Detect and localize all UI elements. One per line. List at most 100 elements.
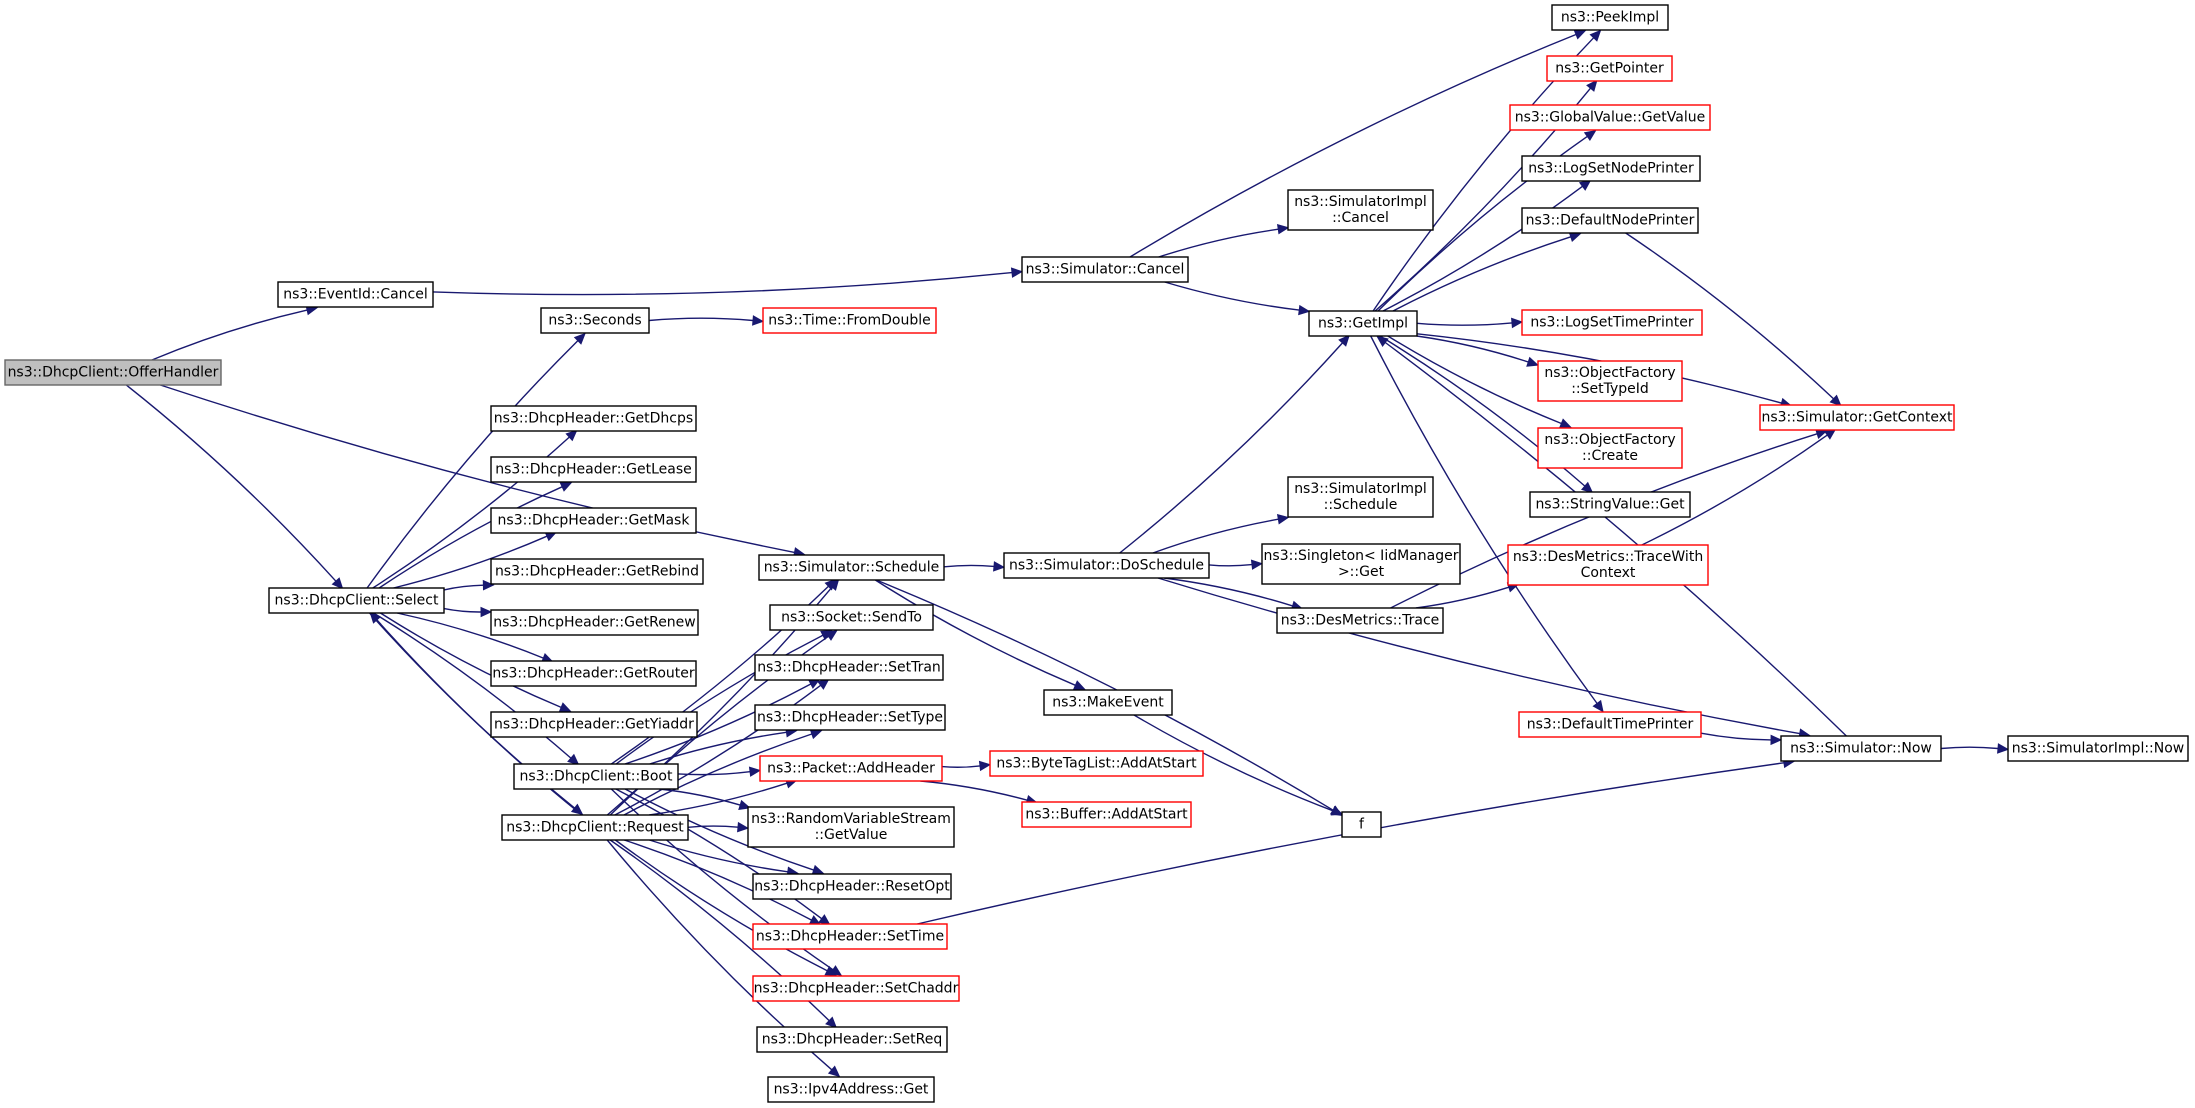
node-box[interactable] (747, 806, 955, 848)
node-gvgetvalue[interactable]: ns3::GlobalValue::GetValue (1509, 104, 1711, 131)
node-box[interactable] (1518, 711, 1702, 738)
node-box[interactable] (490, 507, 697, 534)
node-box[interactable] (490, 609, 699, 636)
node-implnow[interactable]: ns3::SimulatorImpl::Now (2007, 735, 2189, 762)
node-ipv4get[interactable]: ns3::Ipv4Address::Get (767, 1076, 935, 1103)
node-deftimeprinter[interactable]: ns3::DefaultTimePrinter (1518, 711, 1702, 738)
node-getrebind[interactable]: ns3::DhcpHeader::GetRebind (490, 558, 704, 585)
node-box[interactable] (1529, 491, 1691, 518)
node-getdhcps[interactable]: ns3::DhcpHeader::GetDhcps (490, 405, 697, 432)
node-seconds[interactable]: ns3::Seconds (540, 307, 650, 334)
node-box[interactable] (540, 307, 650, 334)
node-rvsget[interactable]: ns3::RandomVariableStream::GetValue (747, 806, 955, 848)
node-doschedule[interactable]: ns3::Simulator::DoSchedule (1003, 552, 1210, 579)
node-defnodeprinter[interactable]: ns3::DefaultNodePrinter (1521, 207, 1699, 234)
node-box[interactable] (1759, 404, 1955, 431)
node-box[interactable] (1021, 801, 1192, 828)
node-settype[interactable]: ns3::DhcpHeader::SetType (754, 704, 946, 731)
node-box[interactable] (1287, 189, 1434, 231)
node-box[interactable] (758, 554, 945, 581)
node-bytetag[interactable]: ns3::ByteTagList::AddAtStart (989, 750, 1204, 777)
node-box[interactable] (767, 1076, 935, 1103)
node-addheader[interactable]: ns3::Packet::AddHeader (759, 755, 943, 782)
node-simnow[interactable]: ns3::Simulator::Now (1780, 735, 1942, 762)
node-box[interactable] (1308, 310, 1418, 337)
node-getrouter[interactable]: ns3::DhcpHeader::GetRouter (490, 660, 697, 687)
node-box[interactable] (1521, 155, 1701, 182)
node-box[interactable] (756, 1026, 948, 1053)
node-setreq[interactable]: ns3::DhcpHeader::SetReq (756, 1026, 948, 1053)
node-box[interactable] (1287, 476, 1434, 518)
node-box[interactable] (490, 711, 698, 738)
node-getrenew[interactable]: ns3::DhcpHeader::GetRenew (490, 609, 699, 636)
node-box[interactable] (277, 281, 434, 308)
node-box[interactable] (490, 456, 697, 483)
node-box[interactable] (1003, 552, 1210, 579)
node-simcancel[interactable]: ns3::Simulator::Cancel (1021, 256, 1189, 283)
node-svget[interactable]: ns3::StringValue::Get (1529, 491, 1691, 518)
node-box[interactable] (752, 873, 952, 900)
node-f[interactable]: f (1341, 811, 1382, 838)
node-box[interactable] (1521, 207, 1699, 234)
node-box[interactable] (989, 750, 1204, 777)
node-box[interactable] (1521, 309, 1703, 336)
node-getlease[interactable]: ns3::DhcpHeader::GetLease (490, 456, 697, 483)
node-box[interactable] (490, 660, 697, 687)
node-box[interactable] (1546, 55, 1673, 82)
node-box[interactable] (1551, 4, 1669, 31)
node-ofcreate[interactable]: ns3::ObjectFactory::Create (1537, 427, 1683, 469)
node-settime[interactable]: ns3::DhcpHeader::SetTime (752, 923, 948, 950)
node-implcancel[interactable]: ns3::SimulatorImpl::Cancel (1287, 189, 1434, 231)
node-box[interactable] (1341, 811, 1382, 838)
node-setypeid[interactable]: ns3::ObjectFactory::SetTypeId (1537, 360, 1683, 402)
node-sendto[interactable]: ns3::Socket::SendTo (769, 604, 934, 631)
node-setchaddr[interactable]: ns3::DhcpHeader::SetChaddr (752, 975, 960, 1002)
node-bufadd[interactable]: ns3::Buffer::AddAtStart (1021, 801, 1192, 828)
node-box[interactable] (268, 587, 445, 614)
node-box[interactable] (1043, 689, 1173, 716)
node-evcancel[interactable]: ns3::EventId::Cancel (277, 281, 434, 308)
node-box[interactable] (1021, 256, 1189, 283)
node-getmask[interactable]: ns3::DhcpHeader::GetMask (490, 507, 697, 534)
node-box[interactable] (769, 604, 934, 631)
node-offer[interactable]: ns3::DhcpClient::OfferHandler (4, 359, 222, 386)
node-box[interactable] (490, 405, 697, 432)
node-box[interactable] (1507, 544, 1709, 586)
node-box[interactable] (1261, 543, 1461, 585)
node-box[interactable] (490, 558, 704, 585)
node-box[interactable] (2007, 735, 2189, 762)
node-peekimpl[interactable]: ns3::PeekImpl (1551, 4, 1669, 31)
node-box[interactable] (762, 307, 937, 334)
node-trace[interactable]: ns3::DesMetrics::Trace (1276, 607, 1444, 634)
node-box[interactable] (501, 814, 689, 841)
node-fromdouble[interactable]: ns3::Time::FromDouble (762, 307, 937, 334)
node-request[interactable]: ns3::DhcpClient::Request (501, 814, 689, 841)
node-box[interactable] (754, 704, 946, 731)
node-singleton[interactable]: ns3::Singleton< IidManager >::Get (1261, 543, 1461, 585)
node-resetopt[interactable]: ns3::DhcpHeader::ResetOpt (752, 873, 952, 900)
node-getcontext[interactable]: ns3::Simulator::GetContext (1759, 404, 1955, 431)
node-getimpl[interactable]: ns3::GetImpl (1308, 310, 1418, 337)
node-getpointer[interactable]: ns3::GetPointer (1546, 55, 1673, 82)
node-box[interactable] (1276, 607, 1444, 634)
node-makeevent[interactable]: ns3::MakeEvent (1043, 689, 1173, 716)
node-box[interactable] (759, 755, 943, 782)
node-lognodeprinter[interactable]: ns3::LogSetNodePrinter (1521, 155, 1701, 182)
node-box[interactable] (1509, 104, 1711, 131)
node-box[interactable] (1537, 427, 1683, 469)
node-box[interactable] (513, 763, 679, 790)
node-logtimeprinter[interactable]: ns3::LogSetTimePrinter (1521, 309, 1703, 336)
node-schedule[interactable]: ns3::Simulator::Schedule (758, 554, 945, 581)
node-box[interactable] (1537, 360, 1683, 402)
node-box[interactable] (754, 654, 944, 681)
node-box[interactable] (1780, 735, 1942, 762)
node-implschedule[interactable]: ns3::SimulatorImpl::Schedule (1287, 476, 1434, 518)
node-boot[interactable]: ns3::DhcpClient::Boot (513, 763, 679, 790)
node-getyiaddr[interactable]: ns3::DhcpHeader::GetYiaddr (490, 711, 698, 738)
node-select[interactable]: ns3::DhcpClient::Select (268, 587, 445, 614)
node-box[interactable] (4, 359, 222, 386)
node-settran[interactable]: ns3::DhcpHeader::SetTran (754, 654, 944, 681)
node-box[interactable] (752, 923, 948, 950)
node-box[interactable] (752, 975, 960, 1002)
